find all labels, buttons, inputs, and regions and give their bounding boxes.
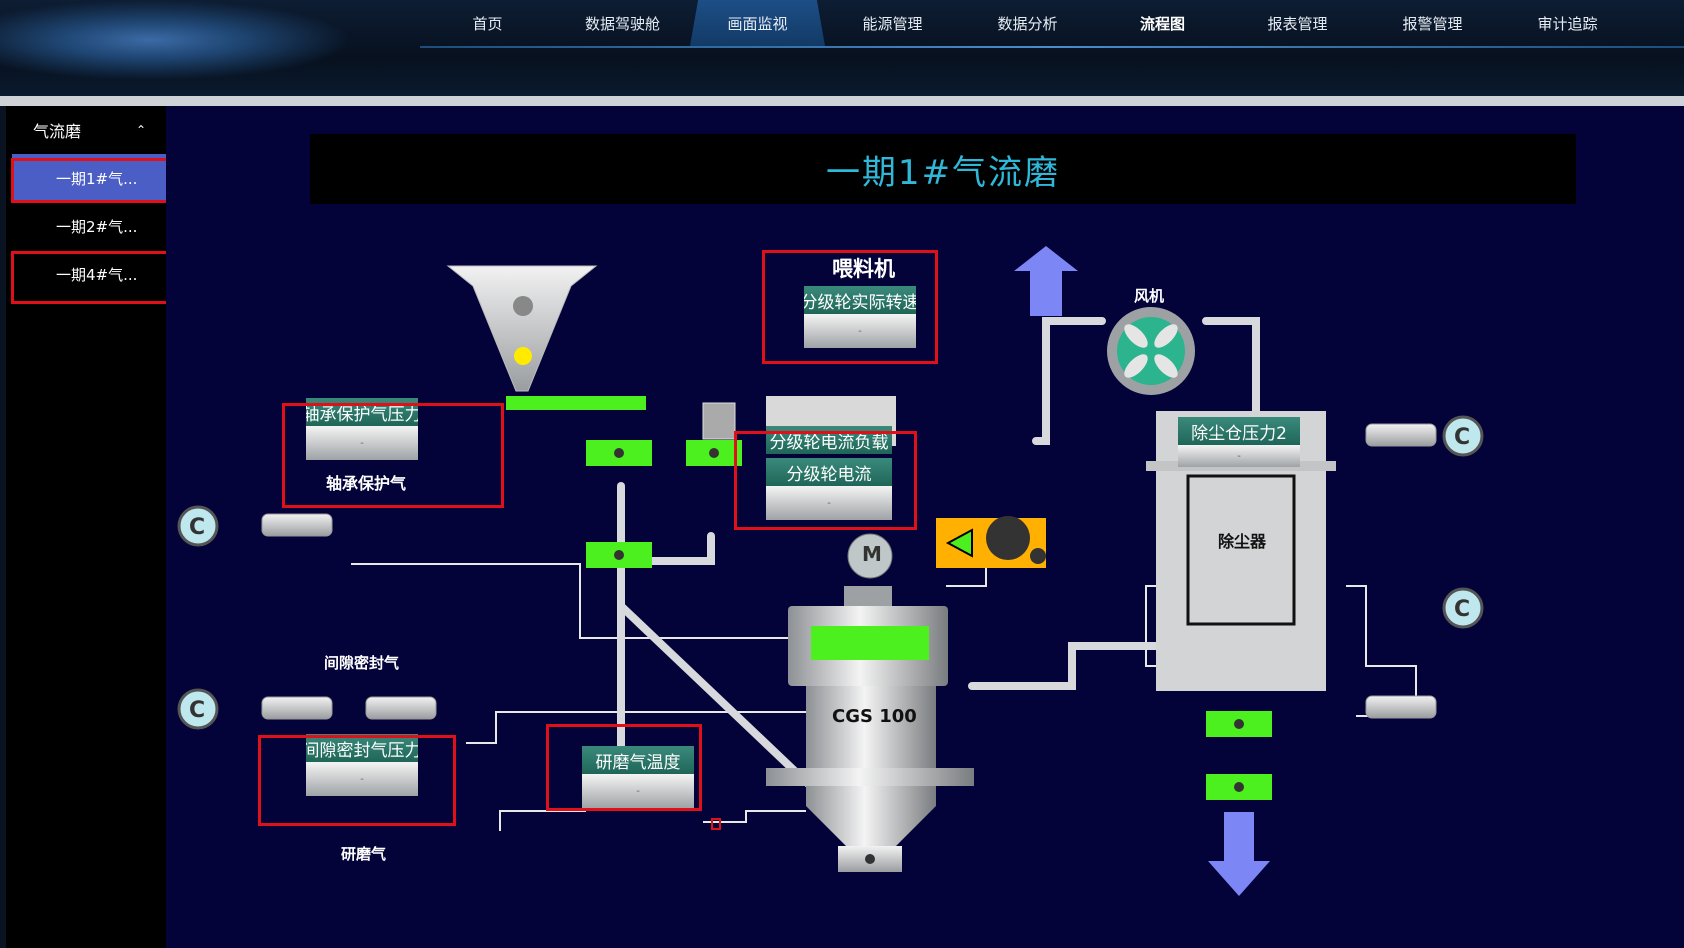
feeder-title: 喂料机: [832, 257, 895, 281]
nav-underline: [420, 46, 1684, 48]
chevron-up-icon[interactable]: ⌃: [135, 123, 146, 137]
sidebar-item-mill-2[interactable]: 一期2#气...: [56, 217, 138, 236]
svg-text:C: C: [189, 515, 205, 540]
svg-text:C: C: [1454, 597, 1470, 622]
tag-classifier-load[interactable]: 分级轮电流负载: [766, 426, 892, 454]
nav-home[interactable]: 首页: [472, 14, 503, 33]
sidebar: 气流磨 ⌃ 一期1#气... 一期2#气... 一期4#气...: [6, 106, 166, 948]
main-nav: 首页 数据驾驶舱 画面监视 能源管理 数据分析 流程图 报表管理 报警管理 审计…: [420, 0, 1635, 46]
fan-label: 风机: [1134, 287, 1165, 305]
process-diagram: 一期1#气流磨: [166, 106, 1684, 948]
header-divider: [0, 96, 1684, 106]
header-logo-art: [0, 0, 460, 96]
tag-value: -: [1178, 445, 1300, 467]
tag-value: -: [306, 426, 418, 460]
tag-classifier-current[interactable]: 分级轮电流 -: [766, 458, 892, 520]
tag-dust-pressure2[interactable]: 除尘仓压力2 -: [1178, 417, 1300, 467]
tag-label: 间隙密封气压力: [306, 734, 418, 762]
tag-value: -: [804, 314, 916, 348]
svg-text:C: C: [189, 698, 205, 723]
top-header: 首页 数据驾驶舱 画面监视 能源管理 数据分析 流程图 报表管理 报警管理 审计…: [0, 0, 1684, 96]
tag-label: 研磨气温度: [582, 746, 694, 774]
mill-label: CGS 100: [832, 706, 917, 727]
gap-seal-gas-label: 间隙密封气: [324, 654, 400, 672]
nav-cockpit[interactable]: 数据驾驶舱: [584, 14, 660, 33]
diagram-title: 一期1#气流磨: [310, 134, 1576, 204]
tag-value: -: [582, 774, 694, 808]
bearing-gas-label: 轴承保护气: [326, 474, 407, 493]
tag-label: 分级轮电流: [766, 458, 892, 486]
tag-label: 分级轮电流负载: [766, 426, 892, 454]
piping-drawing: C C C C: [177, 246, 1484, 896]
tag-label: 轴承保护气压力: [306, 398, 418, 426]
nav-alarms[interactable]: 报警管理: [1402, 14, 1463, 33]
sidebar-group-label: 气流磨: [33, 122, 82, 141]
tag-label: 分级轮实际转速: [804, 286, 916, 314]
tag-classifier-speed[interactable]: 分级轮实际转速 -: [804, 286, 916, 348]
motor-label: M: [862, 542, 882, 566]
nav-reports[interactable]: 报表管理: [1267, 14, 1328, 33]
tag-bearing-pressure[interactable]: 轴承保护气压力 -: [306, 398, 418, 460]
nav-analysis[interactable]: 数据分析: [997, 14, 1058, 33]
sidebar-group-header[interactable]: 气流磨 ⌃: [6, 106, 166, 154]
nav-flowchart[interactable]: 流程图: [1139, 14, 1185, 33]
tag-grinding-temp[interactable]: 研磨气温度 -: [582, 746, 694, 808]
sidebar-item-mill-4[interactable]: 一期4#气...: [56, 265, 138, 284]
svg-text:C: C: [1454, 425, 1470, 450]
tag-value: -: [766, 486, 892, 520]
grinding-gas-label: 研磨气: [341, 845, 387, 863]
nav-energy[interactable]: 能源管理: [862, 14, 923, 33]
nav-audit[interactable]: 审计追踪: [1537, 14, 1598, 33]
dust-collector-label: 除尘器: [1218, 532, 1267, 551]
sidebar-item-mill-1[interactable]: 一期1#气...: [12, 154, 166, 202]
tag-label: 除尘仓压力2: [1178, 417, 1300, 445]
nav-monitor[interactable]: 画面监视: [690, 0, 825, 46]
tag-value: -: [306, 762, 418, 796]
tag-gap-seal-pressure[interactable]: 间隙密封气压力 -: [306, 734, 418, 796]
